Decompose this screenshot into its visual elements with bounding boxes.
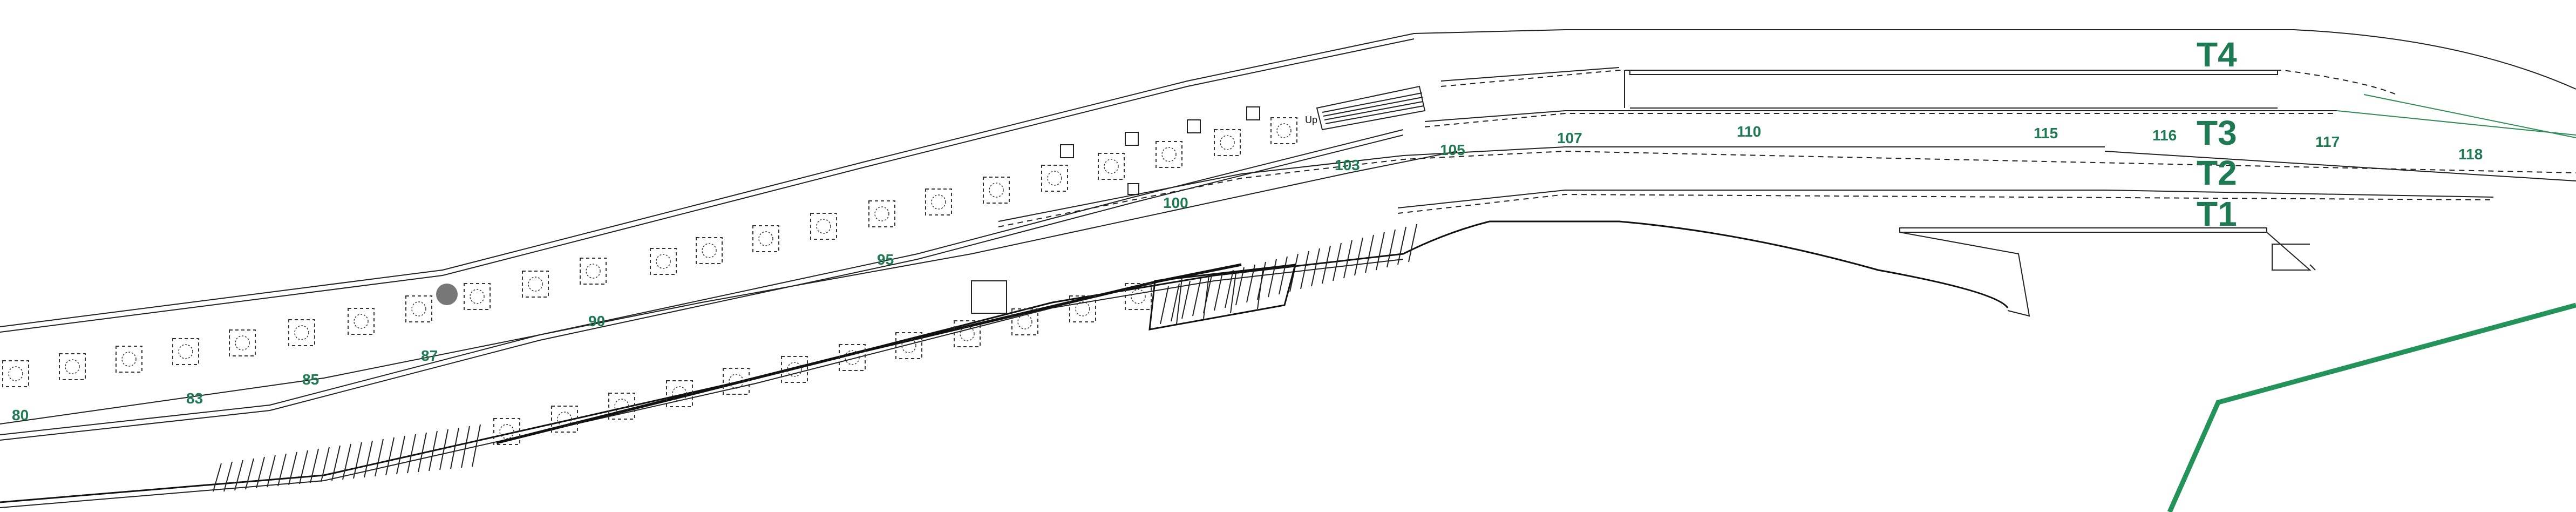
chainage-label-90: 90	[588, 313, 605, 329]
column	[288, 319, 315, 346]
column	[172, 338, 199, 365]
column	[1125, 283, 1152, 310]
column	[868, 200, 895, 227]
chainage-labels: 80 83 85 87 90 95 100 103 105 107 110 11…	[12, 123, 2483, 423]
column	[1011, 308, 1038, 335]
track-label-t4: T4	[2197, 35, 2237, 74]
column	[405, 295, 432, 322]
chainage-label-85: 85	[302, 371, 319, 388]
track-t4	[1440, 67, 2397, 108]
column	[229, 329, 256, 356]
column	[983, 177, 1010, 204]
chainage-label-83: 83	[186, 390, 203, 407]
chainage-label-103: 103	[1335, 157, 1360, 173]
track-t3	[1424, 107, 2337, 127]
column	[551, 406, 578, 433]
column	[580, 258, 607, 285]
track-label-t2: T2	[2197, 153, 2237, 192]
column	[752, 225, 779, 252]
column	[1069, 295, 1096, 322]
structural-columns	[2, 117, 1297, 445]
chainage-label-116: 116	[2152, 127, 2177, 144]
column	[650, 248, 677, 275]
column	[696, 237, 723, 264]
column	[895, 332, 922, 359]
site-boundary	[2167, 94, 2576, 512]
column	[1214, 129, 1241, 156]
column	[608, 393, 635, 420]
column	[493, 418, 520, 445]
chainage-label-110: 110	[1737, 123, 1761, 140]
column	[954, 320, 981, 347]
chainage-label-105: 105	[1440, 142, 1465, 158]
canopy-outline	[0, 29, 2576, 333]
chainage-label-117: 117	[2315, 133, 2340, 150]
chainage-label-95: 95	[877, 251, 894, 268]
column	[522, 271, 549, 298]
barrier-hatching-middle	[1160, 224, 1417, 325]
column	[1270, 117, 1297, 144]
chainage-label-87: 87	[421, 347, 438, 364]
chainage-label-118: 118	[2458, 146, 2483, 163]
retaining-wall	[436, 183, 1297, 444]
track-label-t3: T3	[2197, 113, 2237, 152]
column	[1098, 153, 1125, 180]
stair-label: Up	[1305, 114, 1317, 125]
column	[115, 346, 142, 373]
chainage-label-115: 115	[2034, 125, 2058, 142]
track-label-t1: T1	[2197, 194, 2237, 233]
track-t1	[1397, 190, 2494, 233]
column	[464, 283, 491, 310]
roof-markers	[1060, 106, 1260, 158]
column	[348, 308, 375, 335]
staircase: Up	[1305, 85, 1426, 131]
column	[666, 380, 693, 407]
column	[723, 368, 750, 395]
column	[810, 213, 837, 240]
platform-centre-line	[0, 151, 1458, 425]
platform-edges	[0, 129, 2316, 508]
chainage-label-107: 107	[1557, 130, 1582, 146]
column	[781, 356, 808, 383]
chainage-label-100: 100	[1163, 194, 1188, 211]
column	[2, 360, 29, 387]
column	[839, 344, 866, 371]
column	[59, 353, 86, 380]
column	[925, 188, 952, 215]
track-t2	[998, 146, 2576, 227]
barrier-hatching	[213, 424, 481, 492]
column	[1041, 165, 1068, 192]
track-labels: T4 T3 T2 T1	[2197, 35, 2237, 233]
chainage-label-80: 80	[12, 407, 29, 423]
column	[1156, 141, 1182, 168]
